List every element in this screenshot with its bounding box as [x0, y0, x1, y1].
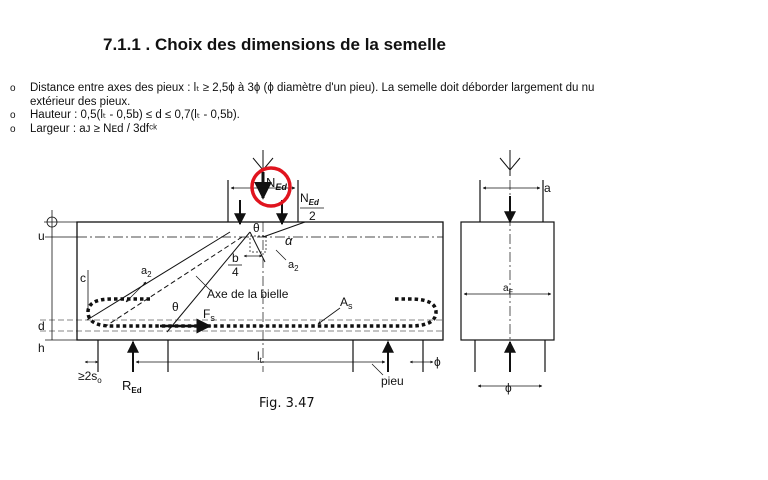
fs-label: Fs — [203, 307, 215, 323]
bullet-marker: o — [10, 123, 16, 135]
lt-label: lt — [257, 349, 263, 365]
bullet-list: o Distance entre axes des pieux : lₜ ≥ 2… — [10, 82, 610, 136]
side-axis-symbol-icon — [499, 150, 521, 176]
ned-label: NEd — [266, 175, 287, 192]
pile-cap-elevation — [76, 221, 444, 341]
theta-left-label: θ — [172, 300, 179, 314]
column — [227, 180, 299, 222]
section-heading: 7.1.1 . Choix des dimensions de la semel… — [103, 35, 446, 54]
bullet-text: Largeur : aᴊ ≥ Nᴇd / 3dfᶜᵏ — [30, 122, 158, 135]
right-pile — [352, 340, 424, 372]
leader-line — [371, 363, 384, 376]
a2-right-label: a2 — [288, 259, 299, 273]
leader-line — [195, 275, 211, 291]
b-quarter-denominator: 4 — [232, 265, 239, 279]
bullet-marker: o — [10, 110, 16, 121]
two-so-label: ≥2so — [78, 369, 102, 385]
phi-bottom-label: ϕ — [505, 381, 512, 395]
bullet-item: o Hauteur : 0,5(lₜ - 0,5b) ≤ d ≤ 0,7(lₜ … — [10, 109, 610, 123]
u-label: u — [38, 229, 45, 243]
bullet-text: Distance entre axes des pieux : lₜ ≥ 2,5… — [30, 82, 595, 108]
left-pile — [97, 340, 169, 372]
b-quarter-numerator: b — [232, 251, 239, 265]
pieu-label: pieu — [381, 374, 404, 388]
node-detail — [249, 235, 267, 253]
left-dimensions — [44, 210, 90, 341]
figure-caption: Fig. 3.47 — [259, 396, 315, 411]
c-label: c — [80, 271, 86, 285]
h-label: h — [38, 341, 45, 355]
ned-half-denominator: 2 — [309, 209, 316, 223]
bullet-item: o Distance entre axes des pieux : lₜ ≥ 2… — [10, 82, 610, 109]
bullet-marker: o — [10, 83, 16, 94]
bullet-text: Hauteur : 0,5(lₜ - 0,5b) ≤ d ≤ 0,7(lₜ - … — [30, 109, 240, 121]
d-label: d — [38, 319, 45, 333]
highlight-circle — [250, 166, 292, 208]
theta-top-label: θ — [253, 221, 260, 235]
leader-line — [275, 249, 287, 261]
as-leader-arrow-icon — [317, 307, 341, 325]
bullet-item: o Largeur : aᴊ ≥ Nᴇd / 3dfᶜᵏ — [10, 123, 610, 137]
tension-reinforcement — [86, 297, 438, 328]
as-label: As — [340, 295, 353, 311]
red-label: REd — [122, 378, 142, 395]
a2-left-label: a2 — [141, 265, 152, 279]
phi-label: ϕ — [434, 355, 441, 369]
ned-half-label: NEd — [300, 191, 320, 207]
strut-axis-label: Axe de la bielle — [207, 287, 289, 301]
alpha-label: α — [285, 233, 293, 248]
side-view — [460, 180, 555, 372]
strut — [86, 221, 306, 333]
af-label: aF — [503, 283, 513, 296]
a-side-label: a — [544, 181, 551, 195]
